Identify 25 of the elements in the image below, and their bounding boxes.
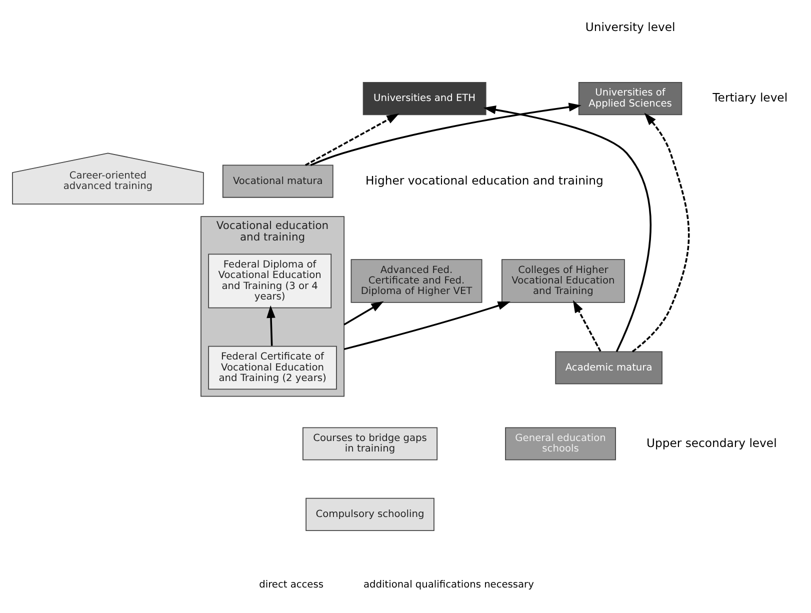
arrow [632, 112, 690, 352]
arrow [344, 301, 510, 350]
label: Higher vocational education and training [366, 173, 604, 188]
legend-label: direct access [259, 580, 324, 591]
arrow [572, 300, 602, 352]
arrow [305, 113, 400, 166]
node-box: Advanced Fed. Certificate and Fed. Diploma of Higher VET [350, 259, 482, 303]
node-box: Compulsory schooling [306, 498, 434, 531]
arrow [266, 305, 276, 346]
legend-label: additional qualifications necessary [364, 580, 534, 591]
node-box: Courses to bridge gaps in training [302, 427, 438, 460]
node-box: Universities and ETH [362, 82, 486, 116]
node-box: Vocational matura [222, 164, 334, 198]
label: Tertiary level [712, 90, 788, 105]
node-box: Universities of Applied Sciences [578, 82, 682, 116]
node-box: Academic matura [555, 351, 662, 384]
node-box: Federal Diploma of Vocational Education and Training (3 or 4 years) [208, 254, 332, 308]
arrow [344, 301, 384, 326]
node-box: Colleges of Higher Vocational Education and Training [501, 259, 625, 303]
arrow [310, 102, 582, 166]
node-box: Federal Certificate of Vocational Education and Training (2 years) [208, 346, 337, 390]
arrow [483, 105, 652, 352]
node-box: General education schools [505, 427, 616, 460]
label: Upper secondary level [646, 436, 777, 450]
label: University level [585, 20, 676, 34]
